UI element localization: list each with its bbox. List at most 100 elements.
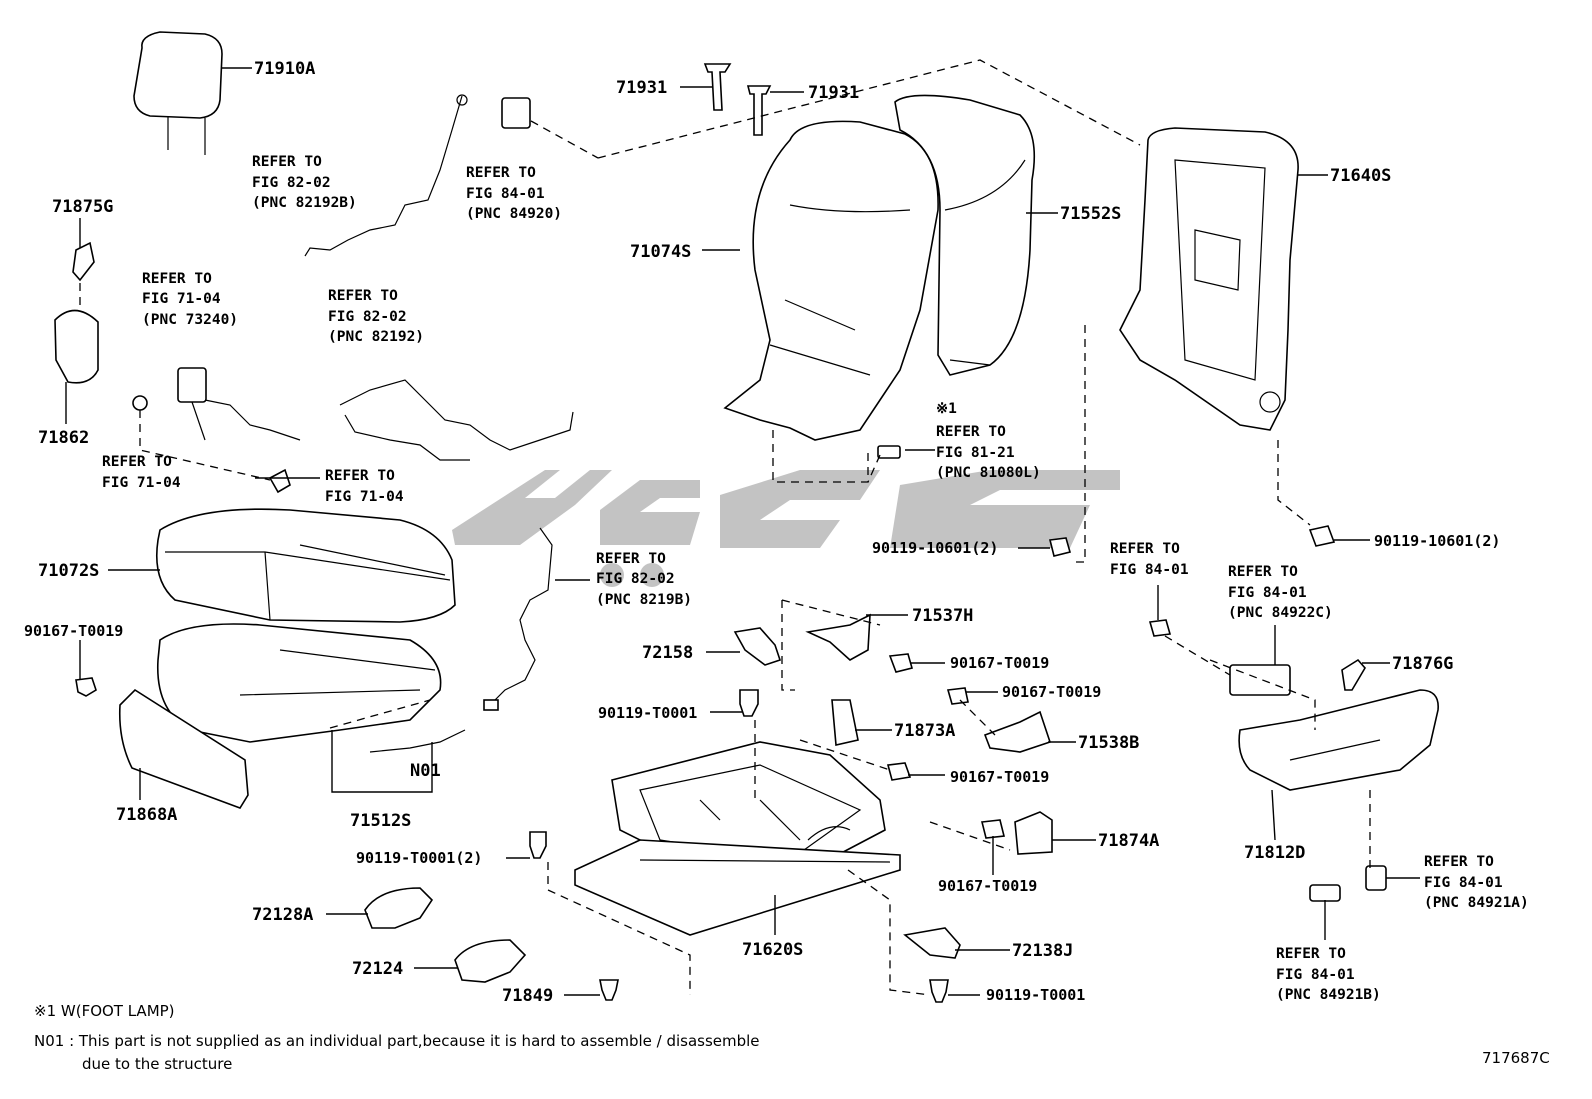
bracket-71537H [805,613,871,661]
svg-text:REFER TO: REFER TO [325,468,395,484]
bolt-90167-d [981,819,1005,839]
bolt-90167-c [886,762,912,781]
switch-84922C [1229,664,1291,696]
label-N01: N01 [410,761,441,781]
svg-text:REFER TO: REFER TO [102,454,172,470]
refer-71-04-c: REFER TO FIG 71-04 [325,468,404,505]
svg-text:FIG 84-01: FIG 84-01 [1228,585,1307,601]
label-71849: 71849 [502,986,553,1006]
label-71868A: 71868A [116,805,177,825]
seatback-cover-71074S [723,120,939,441]
refer-81-21: ※1 REFER TO FIG 81-21 (PNC 81080L) [936,401,1041,481]
switch-84920 [501,97,531,129]
label-72138J: 72138J [1012,941,1073,961]
switch-84921B [1309,884,1341,902]
label-90167-b: 90167-T0019 [1002,683,1101,701]
bolt-84-01 [1148,619,1172,637]
headrest-71910A [133,31,223,155]
svg-text:REFER TO: REFER TO [466,165,536,181]
svg-text:REFER TO: REFER TO [936,424,1006,440]
refer-84-01-d: REFER TO FIG 84-01 (PNC 84921A) [1424,854,1529,911]
refer-82-02-c: REFER TO FIG 82-02 (PNC 8219B) [596,551,692,608]
bolt-90119-10601-a [1049,537,1071,557]
label-90119-T0001-b: 90119-T0001 [986,986,1085,1004]
label-72128A: 72128A [252,905,313,925]
svg-text:FIG 81-21: FIG 81-21 [936,445,1015,461]
svg-text:REFER TO: REFER TO [142,271,212,287]
figure-code: 717687C [1482,1049,1550,1067]
label-71640S: 71640S [1330,166,1391,186]
footnote-foot-lamp: ※1 W(FOOT LAMP) [34,1002,175,1020]
label-90119-T0001-a: 90119-T0001 [598,704,697,722]
bolt-90119-2 [529,831,547,859]
refer-84-01-b: REFER TO FIG 84-01 [1110,541,1189,578]
refer-84-01-c: REFER TO FIG 84-01 (PNC 84922C) [1228,564,1333,621]
label-90119-T0001-2: 90119-T0001(2) [356,849,482,867]
watermark-logo [452,470,1120,587]
clip-71875G [72,241,95,282]
svg-text:REFER TO: REFER TO [596,551,666,567]
seat-cushion-pad [156,623,442,743]
footnote-N01-cont: due to the structure [82,1055,232,1073]
clip-71-04 [268,468,291,494]
bolt-90119-a [739,689,759,717]
seat-track-71620S [574,741,901,936]
label-90167-c: 90167-T0019 [950,768,1049,786]
svg-text:REFER TO: REFER TO [328,288,398,304]
leader-lines [65,67,1420,996]
svg-text:FIG 82-02: FIG 82-02 [252,175,331,191]
side-cover-71868A [118,688,249,809]
svg-text:FIG 82-02: FIG 82-02 [328,309,407,325]
svg-text:FIG 84-01: FIG 84-01 [1276,967,1355,983]
seatback-pad-71552S [894,94,1036,376]
svg-text:(PNC 82192): (PNC 82192) [328,329,424,345]
label-71873A: 71873A [894,721,955,741]
svg-text:(PNC 84921B): (PNC 84921B) [1276,987,1381,1003]
svg-text:FIG 84-01: FIG 84-01 [1110,562,1189,578]
svg-text:REFER TO: REFER TO [1276,946,1346,962]
svg-text:FIG 71-04: FIG 71-04 [102,475,181,491]
wire-N01 [369,729,466,753]
bracket-72158 [733,627,782,666]
label-71537H: 71537H [912,606,973,626]
label-90167-d: 90167-T0019 [938,877,1037,895]
svg-text:FIG 84-01: FIG 84-01 [1424,875,1503,891]
bolt-71849 [599,979,619,1001]
svg-text:FIG 71-04: FIG 71-04 [325,489,404,505]
svg-text:※1: ※1 [936,401,957,417]
label-71931-b: 71931 [808,83,859,103]
svg-text:REFER TO: REFER TO [1110,541,1180,557]
svg-text:REFER TO: REFER TO [1424,854,1494,870]
label-71620S: 71620S [742,940,803,960]
label-71538B: 71538B [1078,733,1139,753]
wire-harness-82192B [304,95,463,257]
svg-text:(PNC 84921A): (PNC 84921A) [1424,895,1529,911]
label-71072S: 71072S [38,561,99,581]
seatback-frame-71640S [1119,127,1299,431]
assembly-dashed-lines [139,59,1371,996]
svg-text:(PNC 8219B): (PNC 8219B) [596,592,692,608]
refer-71-04-a: REFER TO FIG 71-04 (PNC 73240) [142,271,238,328]
cover-72138J [903,927,961,959]
label-90119-10601-b: 90119-10601(2) [1374,532,1500,550]
refer-82-02-b: REFER TO FIG 82-02 (PNC 82192) [328,288,424,345]
refer-82-02-a: REFER TO FIG 82-02 (PNC 82192B) [252,154,357,211]
svg-text:(PNC 84922C): (PNC 84922C) [1228,605,1333,621]
label-72124: 72124 [352,959,403,979]
svg-text:(PNC 84920): (PNC 84920) [466,206,562,222]
bolt-71-04 [132,395,148,411]
svg-text:FIG 71-04: FIG 71-04 [142,291,221,307]
cover-72124 [454,939,527,983]
footnote-N01: N01 : This part is not supplied as an in… [34,1032,760,1050]
svg-text:(PNC 82192B): (PNC 82192B) [252,195,357,211]
label-71074S: 71074S [630,242,691,262]
svg-text:(PNC 73240): (PNC 73240) [142,312,238,328]
seat-cushion-cover-71072S [155,508,456,623]
switch-84921A [1365,865,1387,891]
bolt-90167-b [946,687,969,705]
shield-71812D [1238,689,1439,791]
pin-71931-a [703,63,732,111]
label-72158: 72158 [642,643,693,663]
label-71875G: 71875G [52,197,113,217]
label-71812D: 71812D [1244,843,1305,863]
